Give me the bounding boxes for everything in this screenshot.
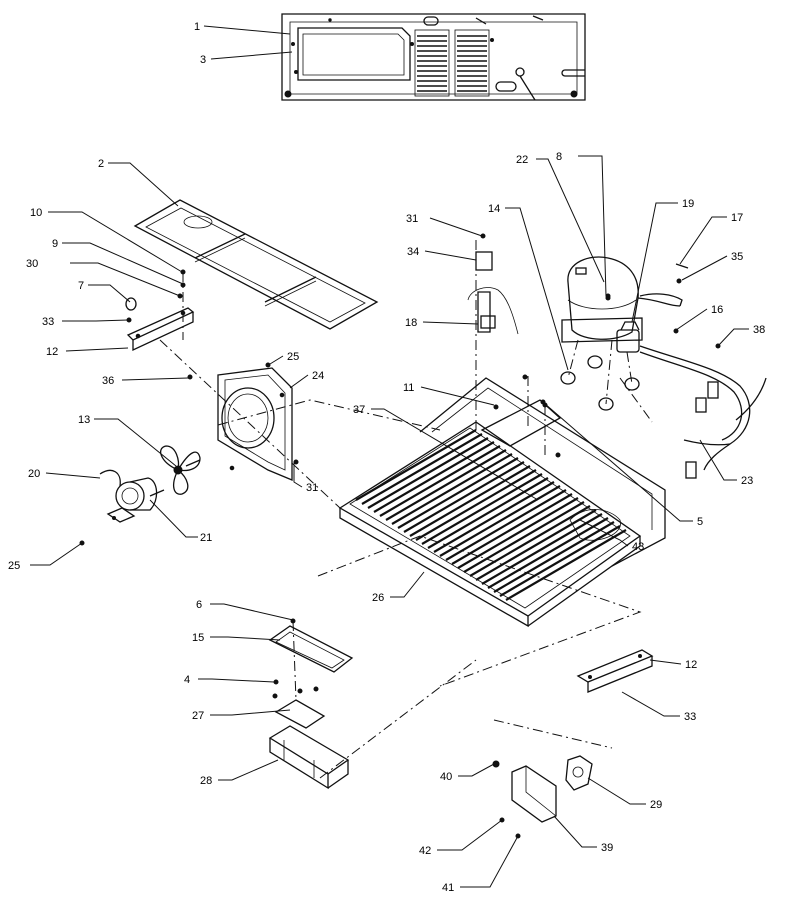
compressor xyxy=(561,256,683,343)
drain-pan xyxy=(133,199,379,330)
wire-harness xyxy=(639,345,767,479)
callout-18: 18 xyxy=(405,317,417,329)
callout-20: 20 xyxy=(28,468,40,480)
callout-25: 25 xyxy=(8,560,20,572)
callout-8: 8 xyxy=(556,151,562,163)
callout-33: 33 xyxy=(684,711,696,723)
clip xyxy=(99,469,121,487)
callout-12: 12 xyxy=(46,346,58,358)
callout-29: 29 xyxy=(650,799,662,811)
cover-plate xyxy=(268,625,354,673)
callout-24: 24 xyxy=(312,370,324,382)
switch xyxy=(565,755,593,791)
fan-motor xyxy=(106,477,165,523)
fasteners xyxy=(79,233,721,839)
fan-shroud xyxy=(217,367,293,481)
callout-14: 14 xyxy=(488,203,500,215)
callout-31: 31 xyxy=(406,213,418,225)
callout-42: 42 xyxy=(419,845,431,857)
callout-15: 15 xyxy=(192,632,204,644)
callout-26: 26 xyxy=(372,592,384,604)
callout-25: 25 xyxy=(287,351,299,363)
relay-overload xyxy=(616,321,640,353)
callout-labels: 1 3 2 10 9 30 7 33 12 25 36 24 13 20 31 … xyxy=(8,21,765,894)
callout-22: 22 xyxy=(516,154,528,166)
callout-6: 6 xyxy=(196,599,202,611)
callout-28: 28 xyxy=(200,775,212,787)
callout-17: 17 xyxy=(731,212,743,224)
callout-2: 2 xyxy=(98,158,104,170)
callout-7: 7 xyxy=(78,280,84,292)
callout-5: 5 xyxy=(697,516,703,528)
assembly-lines xyxy=(159,240,653,779)
callout-37: 37 xyxy=(353,404,365,416)
callout-27: 27 xyxy=(192,710,204,722)
callout-38: 38 xyxy=(753,324,765,336)
base-pan xyxy=(419,374,666,567)
terminal-box xyxy=(268,725,350,790)
callout-33: 33 xyxy=(42,316,54,328)
callout-43: 43 xyxy=(632,541,644,553)
callout-35: 35 xyxy=(731,251,743,263)
callout-36: 36 xyxy=(102,375,114,387)
right-bracket xyxy=(576,649,654,693)
leader-lines xyxy=(30,25,749,888)
callout-40: 40 xyxy=(440,771,452,783)
condenser-coil xyxy=(338,421,642,628)
callout-34: 34 xyxy=(407,246,419,258)
callout-39: 39 xyxy=(601,842,613,854)
fan-blade xyxy=(160,445,201,495)
callout-23: 23 xyxy=(741,475,753,487)
callout-10: 10 xyxy=(30,207,42,219)
coil-fins xyxy=(355,429,627,601)
callout-12: 12 xyxy=(685,659,697,671)
callout-4: 4 xyxy=(184,674,190,686)
callout-19: 19 xyxy=(682,198,694,210)
access-panel xyxy=(281,13,586,101)
callout-16: 16 xyxy=(711,304,723,316)
callout-41: 41 xyxy=(442,882,454,894)
callout-3: 3 xyxy=(200,54,206,66)
callout-11: 11 xyxy=(403,382,414,394)
callout-1: 1 xyxy=(194,21,200,33)
callout-30: 30 xyxy=(26,258,38,270)
callout-9: 9 xyxy=(52,238,58,250)
left-bracket xyxy=(126,307,195,352)
mounting-bracket xyxy=(511,765,557,823)
callout-13: 13 xyxy=(78,414,90,426)
mount-plate xyxy=(274,699,326,729)
callout-31: 31 xyxy=(306,482,318,494)
callout-21: 21 xyxy=(200,532,212,544)
compressor-grommets xyxy=(560,355,640,411)
